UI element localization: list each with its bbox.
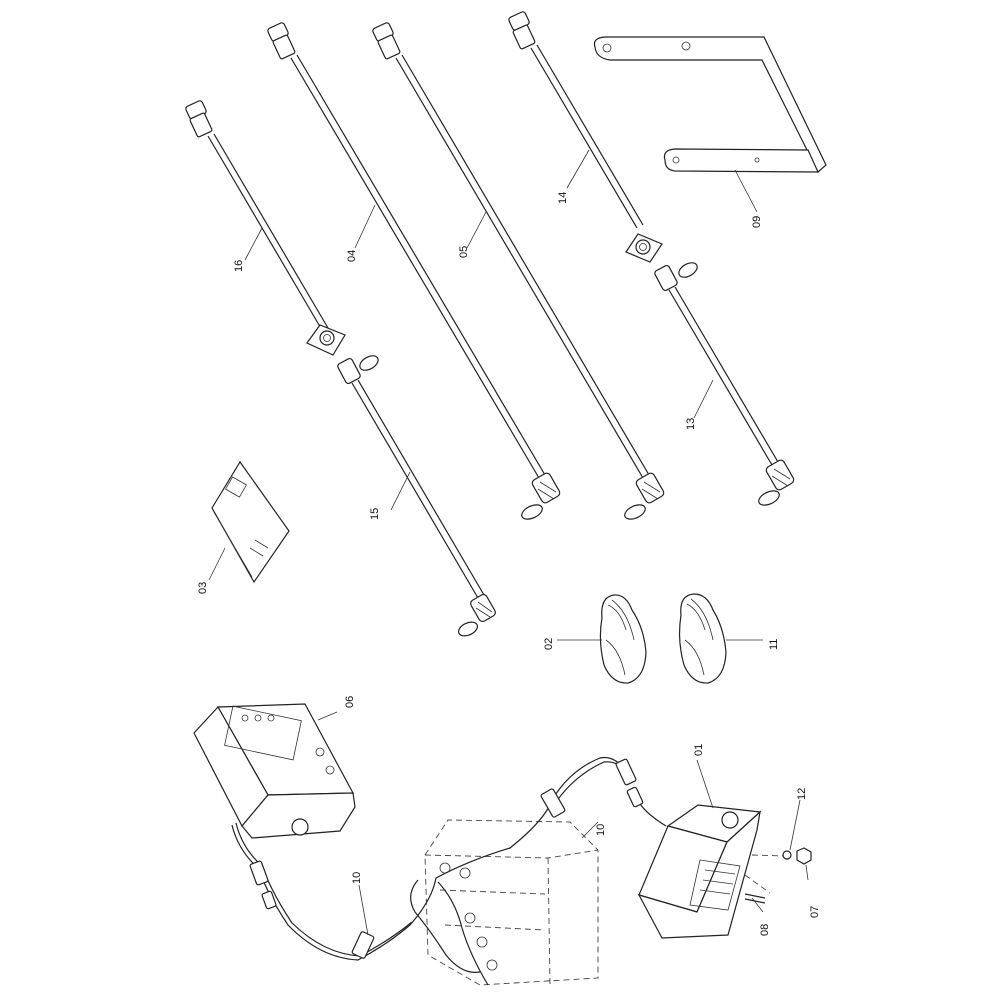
callout-02: 02	[543, 638, 555, 650]
callout-06: 06	[344, 696, 356, 708]
bulkhead-connector-left	[306, 324, 346, 356]
callout-08: 08	[759, 924, 771, 936]
callout-10-right: 10	[595, 824, 607, 836]
glove-pair-left	[599, 594, 647, 684]
callout-11: 11	[768, 639, 780, 650]
callout-07: 07	[809, 906, 821, 918]
battery-outline	[424, 819, 599, 986]
cable-15	[337, 355, 496, 637]
callout-03: 03	[197, 582, 209, 594]
cable-16	[185, 100, 329, 331]
bulkhead-connector-right	[625, 233, 663, 263]
mounting-bracket	[593, 36, 827, 173]
control-box	[193, 703, 356, 839]
callout-16: 16	[233, 260, 245, 272]
callout-05: 05	[458, 246, 470, 258]
cable-14	[508, 11, 644, 229]
manual-booklet	[211, 460, 290, 584]
callout-09: 09	[751, 216, 763, 228]
cable-13	[654, 262, 795, 506]
wiring-harness	[231, 756, 667, 986]
callout-15: 15	[369, 508, 381, 520]
cable-05	[372, 22, 665, 520]
callout-labels: 16 04 05 14 09 15 13 03 02 11 06 01 10 1…	[197, 192, 821, 936]
hardware-washer-nut-screw	[744, 847, 812, 904]
callout-13: 13	[685, 418, 697, 430]
callout-10-left: 10	[351, 872, 363, 884]
callout-04: 04	[346, 250, 358, 262]
cable-04	[267, 22, 561, 520]
callout-12: 12	[796, 788, 808, 800]
leader-lines	[208, 149, 809, 936]
callout-01: 01	[693, 744, 705, 756]
power-supply-box	[637, 804, 787, 939]
glove-pair-right	[678, 593, 727, 684]
callout-14: 14	[557, 192, 569, 204]
